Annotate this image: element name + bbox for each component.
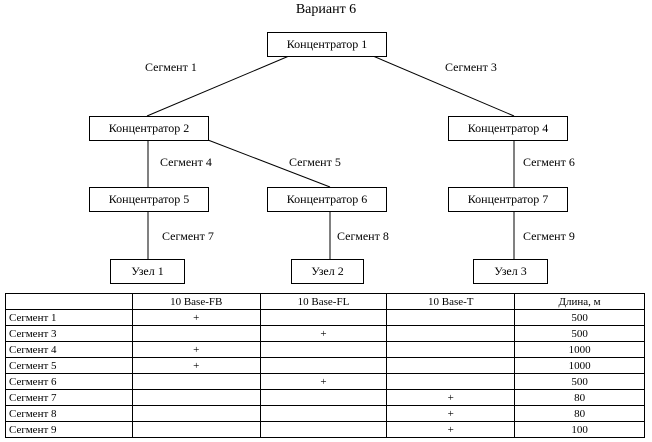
row-label: Сегмент 4 <box>5 341 133 358</box>
link-hub1-hub2 <box>146 55 290 117</box>
header-10base-fb: 10 Base-FB <box>131 293 261 310</box>
cell-fb <box>131 421 261 438</box>
row-label: Сегмент 8 <box>5 405 133 422</box>
cell-fl <box>259 389 388 406</box>
segment-label-7: Сегмент 7 <box>162 229 214 243</box>
segment-label-6: Сегмент 6 <box>523 155 575 169</box>
hub-6: Концентратор 6 <box>267 187 387 212</box>
cell-length: 80 <box>514 389 645 406</box>
cell-length: 100 <box>514 421 645 438</box>
row-label: Сегмент 5 <box>5 357 133 374</box>
diagram-title: Вариант 6 <box>295 2 357 17</box>
cell-fb <box>131 373 261 390</box>
cell-length: 500 <box>514 309 645 326</box>
table-row: Сегмент 6 + 500 <box>5 373 645 390</box>
table-row: Сегмент 7 + 80 <box>5 389 645 406</box>
cell-fb <box>131 325 261 342</box>
segment-label-5: Сегмент 5 <box>289 155 341 169</box>
hub-5: Концентратор 5 <box>89 187 209 212</box>
cell-fb <box>131 405 261 422</box>
cell-t <box>386 325 516 342</box>
cell-fl <box>259 309 388 326</box>
table-row: Сегмент 8 + 80 <box>5 405 645 422</box>
cell-fl <box>259 405 388 422</box>
row-label: Сегмент 3 <box>5 325 133 342</box>
header-length: Длина, м <box>514 293 645 310</box>
segment-label-8: Сегмент 8 <box>337 229 389 243</box>
cell-fl <box>259 341 388 358</box>
hub-2: Концентратор 2 <box>89 116 209 141</box>
cell-fb: + <box>131 309 261 326</box>
row-label: Сегмент 7 <box>5 389 133 406</box>
cell-length: 1000 <box>514 357 645 374</box>
cell-t: + <box>386 405 516 422</box>
node-1: Узел 1 <box>110 259 185 284</box>
hub-7: Концентратор 7 <box>448 187 568 212</box>
cell-fl <box>259 357 388 374</box>
segment-label-9: Сегмент 9 <box>523 229 575 243</box>
cell-t: + <box>386 421 516 438</box>
table-header-row: 10 Base-FB 10 Base-FL 10 Base-T Длина, м <box>5 293 645 310</box>
table-row: Сегмент 3 + 500 <box>5 325 645 342</box>
table-row: Сегмент 1 + 500 <box>5 309 645 326</box>
header-empty <box>5 293 133 310</box>
row-label: Сегмент 9 <box>5 421 133 438</box>
cell-t <box>386 341 516 358</box>
cell-t <box>386 373 516 390</box>
link-hub2-hub6 <box>207 139 331 188</box>
header-10base-t: 10 Base-T <box>386 293 516 310</box>
cell-fl: + <box>259 325 388 342</box>
cell-fl: + <box>259 373 388 390</box>
cell-t <box>386 309 516 326</box>
header-10base-fl: 10 Base-FL <box>259 293 388 310</box>
cell-fb <box>131 389 261 406</box>
cell-t <box>386 357 516 374</box>
cell-length: 500 <box>514 325 645 342</box>
cell-fb: + <box>131 357 261 374</box>
table-row: Сегмент 9 + 100 <box>5 421 645 438</box>
cell-length: 80 <box>514 405 645 422</box>
cell-t: + <box>386 389 516 406</box>
cell-fb: + <box>131 341 261 358</box>
hub-4: Концентратор 4 <box>448 116 568 141</box>
cell-length: 500 <box>514 373 645 390</box>
node-3: Узел 3 <box>473 259 548 284</box>
link-hub1-hub4 <box>372 55 515 117</box>
table-row: Сегмент 4 + 1000 <box>5 341 645 358</box>
segment-label-4: Сегмент 4 <box>160 155 212 169</box>
cell-fl <box>259 421 388 438</box>
segment-label-1: Сегмент 1 <box>145 60 197 74</box>
row-label: Сегмент 1 <box>5 309 133 326</box>
row-label: Сегмент 6 <box>5 373 133 390</box>
hub-1: Концентратор 1 <box>267 32 387 57</box>
cell-length: 1000 <box>514 341 645 358</box>
node-2: Узел 2 <box>291 259 364 284</box>
segments-table: 10 Base-FB 10 Base-FL 10 Base-T Длина, м… <box>5 293 645 438</box>
segment-label-3: Сегмент 3 <box>445 60 497 74</box>
table-row: Сегмент 5 + 1000 <box>5 357 645 374</box>
